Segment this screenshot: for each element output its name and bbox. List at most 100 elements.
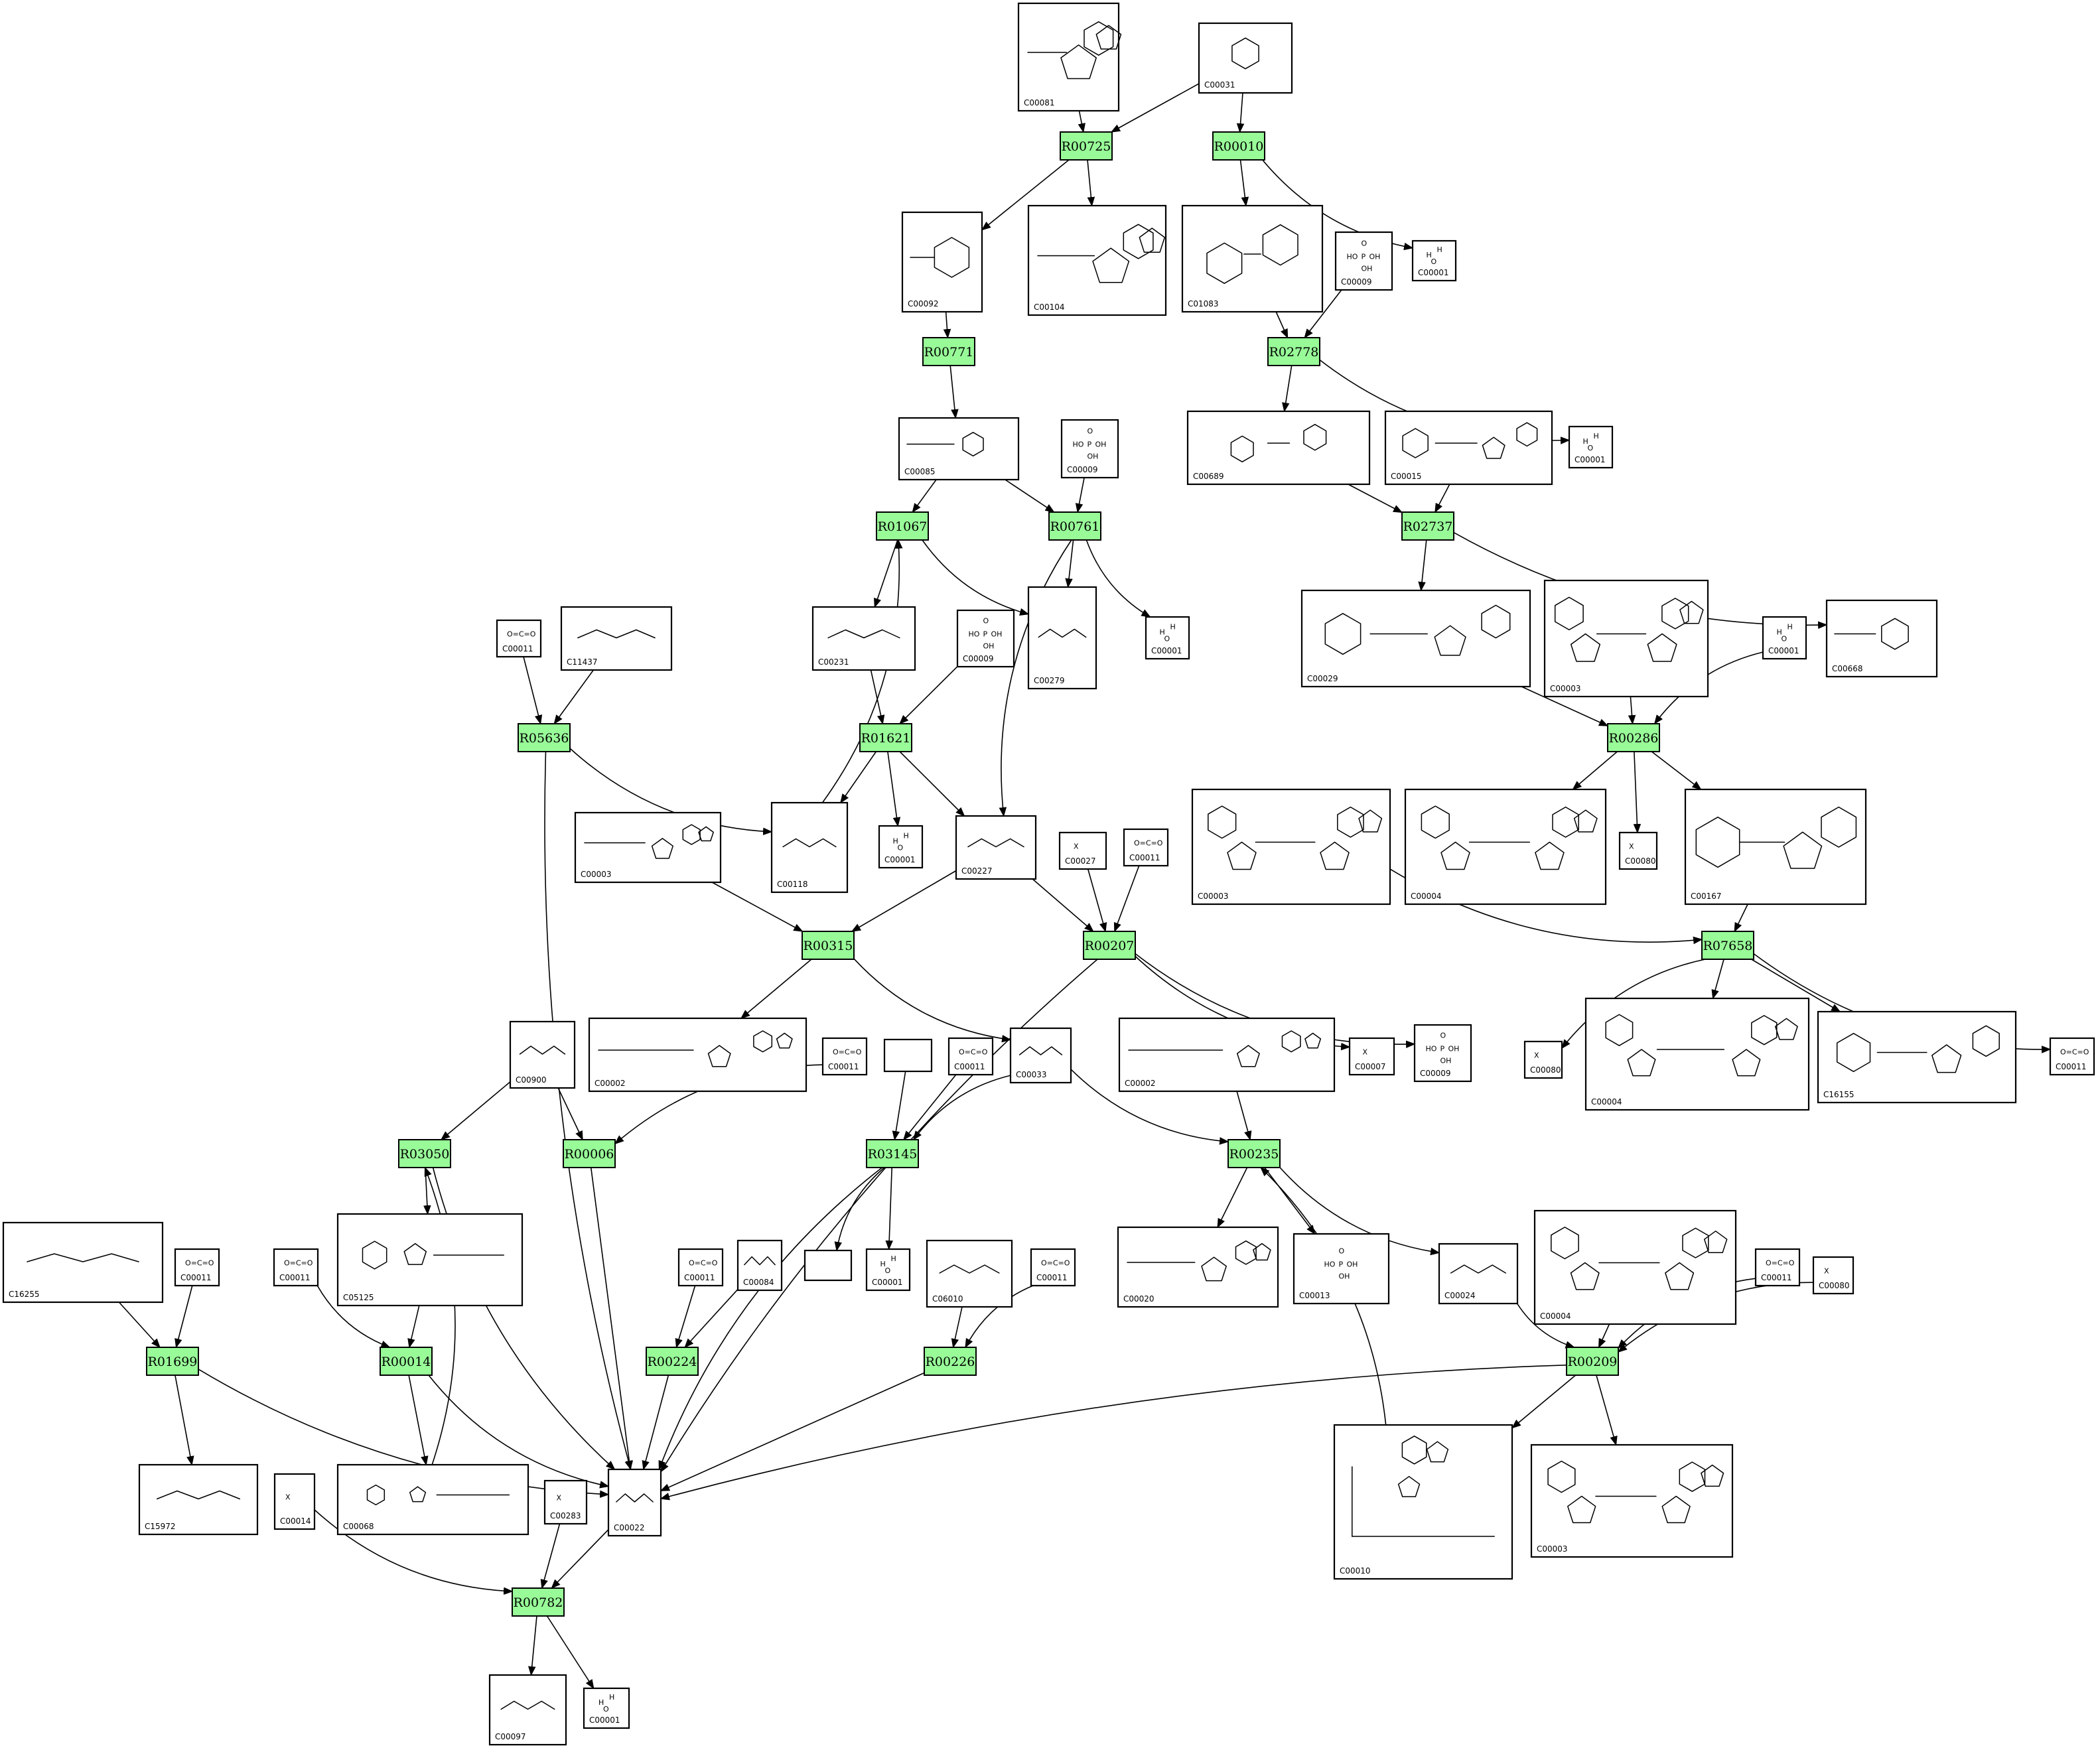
compound-node[interactable]: C00033 xyxy=(1009,1027,1072,1084)
reaction-box[interactable] xyxy=(146,1347,199,1376)
reaction-box[interactable] xyxy=(1566,1347,1619,1376)
reaction-box[interactable] xyxy=(380,1347,433,1376)
compound-node[interactable]: C00085 xyxy=(898,417,1020,481)
reaction-node[interactable]: R00286 xyxy=(1607,723,1660,752)
reaction-node[interactable]: R00235 xyxy=(1227,1139,1281,1168)
reaction-label[interactable]: R00286 xyxy=(1609,731,1659,746)
compound-node[interactable]: C00068 xyxy=(336,1463,529,1536)
compound-node[interactable]: C00003 xyxy=(574,811,722,884)
compound-node[interactable]: C00003 xyxy=(1530,1444,1734,1558)
compound-node[interactable]: C00227 xyxy=(955,815,1037,880)
compound-node[interactable]: C00167 xyxy=(1684,788,1867,906)
compound-node[interactable]: C05125 xyxy=(336,1213,524,1307)
reaction-label[interactable]: R03145 xyxy=(868,1147,918,1162)
reaction-label[interactable]: R01067 xyxy=(878,519,928,534)
reaction-node[interactable]: R01621 xyxy=(859,723,912,752)
compound-node[interactable]: C00029 xyxy=(1300,589,1531,688)
reaction-node[interactable]: R00014 xyxy=(380,1347,433,1376)
reaction-node[interactable]: R00209 xyxy=(1566,1347,1619,1376)
reaction-node[interactable]: R03050 xyxy=(398,1139,451,1168)
compound-node[interactable]: C00003 xyxy=(1543,579,1709,698)
compound-node[interactable]: C00004 xyxy=(1533,1209,1737,1325)
reaction-node[interactable]: R01067 xyxy=(876,511,929,541)
reaction-node[interactable]: R01699 xyxy=(146,1347,199,1376)
reaction-box[interactable] xyxy=(866,1139,919,1168)
compound-node[interactable]: C00002 xyxy=(588,1017,807,1093)
reaction-node[interactable]: R00224 xyxy=(646,1347,699,1376)
reaction-box[interactable] xyxy=(1401,511,1454,541)
compound-node[interactable]: C06010 xyxy=(926,1239,1013,1308)
compound-node[interactable]: C00024 xyxy=(1438,1243,1519,1305)
compound-node[interactable]: C16255 xyxy=(2,1221,164,1304)
compound-node[interactable]: C00900 xyxy=(509,1020,576,1089)
compound-node[interactable]: C15972 xyxy=(138,1463,259,1536)
reaction-node[interactable]: R00725 xyxy=(1060,131,1113,161)
reaction-box[interactable] xyxy=(1048,511,1101,541)
reaction-label[interactable]: R01621 xyxy=(861,731,911,746)
reaction-label[interactable]: R00014 xyxy=(382,1355,431,1369)
compound-node[interactable]: C00020 xyxy=(1117,1226,1279,1308)
compound-node[interactable]: C00004 xyxy=(1404,788,1607,906)
reaction-box[interactable] xyxy=(512,1587,565,1617)
reaction-box[interactable] xyxy=(646,1347,699,1376)
reaction-label[interactable]: R00725 xyxy=(1062,139,1111,154)
reaction-box[interactable] xyxy=(1212,131,1265,161)
compound-node[interactable] xyxy=(883,1038,933,1073)
reaction-label[interactable]: R02737 xyxy=(1403,519,1453,534)
reaction-label[interactable]: R00315 xyxy=(804,939,853,953)
compound-node[interactable]: C00010 xyxy=(1333,1424,1513,1580)
compound-node[interactable]: C00081 xyxy=(1017,2,1122,112)
compound-node[interactable]: C00279 xyxy=(1027,586,1097,690)
reaction-label[interactable]: R00235 xyxy=(1229,1147,1279,1162)
compound-node[interactable]: C00002 xyxy=(1118,1017,1336,1093)
reaction-label[interactable]: R00010 xyxy=(1214,139,1264,154)
compound-node[interactable]: C00022 xyxy=(607,1468,662,1537)
reaction-label[interactable]: R05636 xyxy=(520,731,569,746)
reaction-box[interactable] xyxy=(1083,931,1136,960)
reaction-label[interactable]: R00771 xyxy=(924,345,974,360)
reaction-box[interactable] xyxy=(1607,723,1660,752)
compound-node[interactable]: C00084 xyxy=(736,1239,783,1292)
reaction-node[interactable]: R00010 xyxy=(1212,131,1265,161)
reaction-label[interactable]: R00761 xyxy=(1050,519,1100,534)
compound-node[interactable]: C16155 xyxy=(1817,1010,2017,1104)
reaction-box[interactable] xyxy=(398,1139,451,1168)
reaction-node[interactable]: R00761 xyxy=(1048,511,1101,541)
reaction-box[interactable] xyxy=(518,723,571,752)
compound-node[interactable]: C00689 xyxy=(1186,410,1371,486)
reaction-label[interactable]: R03050 xyxy=(400,1147,450,1162)
compound-node[interactable]: C00231 xyxy=(811,606,916,671)
compound-node[interactable]: C11437 xyxy=(560,606,673,671)
reaction-node[interactable]: R07658 xyxy=(1701,931,1754,960)
compound-node[interactable]: C00003 xyxy=(1191,788,1391,906)
compound-node[interactable]: C00104 xyxy=(1027,204,1167,316)
compound-node[interactable]: C00031 xyxy=(1198,22,1293,94)
reaction-box[interactable] xyxy=(1267,337,1320,366)
reaction-label[interactable]: R02778 xyxy=(1269,345,1319,360)
reaction-label[interactable]: R00226 xyxy=(926,1355,975,1369)
reaction-label[interactable]: R00207 xyxy=(1085,939,1135,953)
